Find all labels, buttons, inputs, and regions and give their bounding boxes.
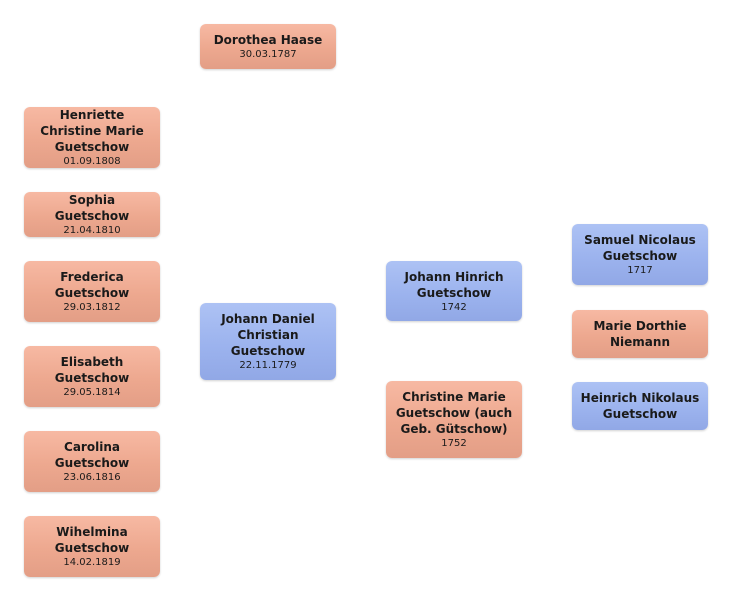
person-date: 01.09.1808 [63, 156, 121, 167]
person-name: Dorothea Haase [213, 33, 323, 47]
person-name: Johann Daniel Christian Guetschow [221, 312, 315, 358]
person-date: 14.02.1819 [63, 557, 121, 568]
person-name: Heinrich Nikolaus Guetschow [580, 391, 700, 421]
person-name: Henriette Christine Marie Guetschow [40, 108, 144, 154]
person-name: Samuel Nicolaus Guetschow [584, 233, 696, 263]
person-name: Frederica Guetschow [54, 270, 130, 300]
person-date: 21.04.1810 [63, 225, 121, 236]
person-date: 29.03.1812 [63, 302, 121, 313]
person-name: Christine Marie Guetschow (auch Geb. Güt… [395, 390, 513, 436]
person-name: Carolina Guetschow [54, 440, 130, 470]
person-date: 30.03.1787 [239, 49, 297, 60]
person-date: 22.11.1779 [239, 360, 297, 371]
person-date: 29.05.1814 [63, 387, 121, 398]
person-node-johann-hinrich-guetschow[interactable]: Johann Hinrich Guetschow 1742 [386, 261, 522, 321]
person-name: Elisabeth Guetschow [54, 355, 130, 385]
person-node-christine-marie-guetschow[interactable]: Christine Marie Guetschow (auch Geb. Güt… [386, 381, 522, 458]
person-node-carolina-guetschow[interactable]: Carolina Guetschow 23.06.1816 [24, 431, 160, 492]
person-node-sophia-guetschow[interactable]: Sophia Guetschow 21.04.1810 [24, 192, 160, 237]
person-name: Johann Hinrich Guetschow [404, 269, 504, 300]
person-date: 23.06.1816 [63, 472, 121, 483]
person-name: Marie Dorthie Niemann [593, 319, 687, 349]
person-node-frederica-guetschow[interactable]: Frederica Guetschow 29.03.1812 [24, 261, 160, 322]
person-name: Wihelmina Guetschow [54, 525, 130, 555]
person-node-heinrich-nikolaus-guetschow[interactable]: Heinrich Nikolaus Guetschow [572, 382, 708, 430]
person-node-dorothea-haase[interactable]: Dorothea Haase 30.03.1787 [200, 24, 336, 69]
person-node-henriette-christine-marie-guetschow[interactable]: Henriette Christine Marie Guetschow 01.0… [24, 107, 160, 168]
person-node-samuel-nicolaus-guetschow[interactable]: Samuel Nicolaus Guetschow 1717 [572, 224, 708, 285]
person-date: 1742 [441, 301, 467, 313]
person-date: 1717 [627, 265, 653, 276]
person-date: 1752 [441, 438, 467, 449]
person-node-wihelmina-guetschow[interactable]: Wihelmina Guetschow 14.02.1819 [24, 516, 160, 577]
person-node-johann-daniel-christian-guetschow[interactable]: Johann Daniel Christian Guetschow 22.11.… [200, 303, 336, 380]
person-name: Sophia Guetschow [54, 193, 130, 223]
person-node-marie-dorthie-niemann[interactable]: Marie Dorthie Niemann [572, 310, 708, 358]
person-node-elisabeth-guetschow[interactable]: Elisabeth Guetschow 29.05.1814 [24, 346, 160, 407]
